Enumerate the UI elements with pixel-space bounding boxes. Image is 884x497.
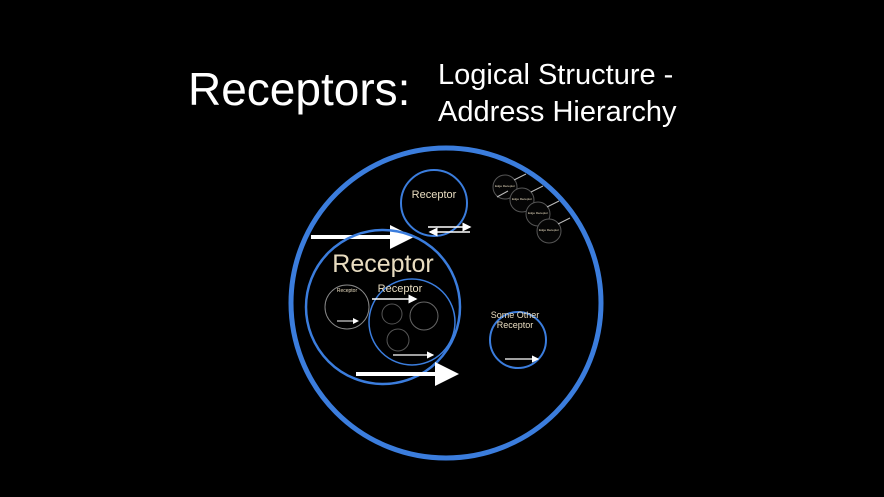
edge-receptor-label: Edge Receptor (512, 197, 532, 201)
edge-receptors: Edge Receptor Edge Receptor Edge Recepto… (492, 173, 571, 244)
big-receptor-circle[interactable] (304, 228, 462, 386)
inner-receptor-circle[interactable] (368, 278, 456, 366)
nested-circle (386, 328, 410, 352)
edge-receptor-label: Edge Receptor (528, 211, 548, 215)
outer-receptor-ring (288, 145, 604, 461)
other-receptor-label-line2: Receptor (497, 320, 534, 330)
title-sub-line1: Logical Structure - (438, 59, 673, 91)
other-receptor-circle[interactable] (489, 311, 547, 369)
top-receptor-label: Receptor (412, 189, 457, 201)
edge-receptor-label: Edge Receptor (495, 184, 515, 188)
nested-circle (381, 303, 403, 325)
small-receptor-label: Receptor (337, 288, 358, 294)
small-receptor-circle[interactable] (324, 284, 370, 330)
edge-receptor-label: Edge Receptor (539, 228, 559, 232)
other-receptor-label-line1: Some Other (491, 310, 540, 320)
title-sub-line2: Address Hierarchy (438, 96, 677, 128)
big-receptor-label: Receptor (332, 250, 433, 278)
title-main: Receptors: (188, 63, 410, 115)
inner-receptor-label: Receptor (378, 283, 423, 295)
nested-circle (409, 301, 439, 331)
top-receptor-circle[interactable] (400, 169, 468, 237)
